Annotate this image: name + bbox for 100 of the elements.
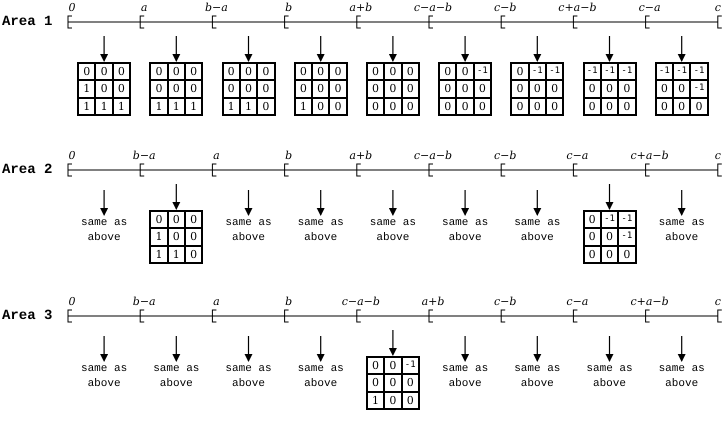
matrix-cell: 0	[528, 80, 546, 98]
matrix-cell: 1	[112, 98, 130, 115]
matrix-cell: 0	[546, 98, 564, 115]
matrix-cell: 0	[184, 80, 202, 98]
tick-label: b−a	[132, 149, 156, 162]
arrow	[533, 36, 542, 62]
tick-label: a	[140, 1, 148, 14]
matrix-cell: 1	[366, 392, 384, 409]
matrix-cell: -1	[673, 63, 690, 80]
matrix-cell: 0	[150, 63, 168, 80]
arrow	[316, 190, 325, 216]
note-text: same as above	[73, 362, 136, 392]
matrix-cell: 0	[618, 80, 636, 98]
matrix-cell: 0	[222, 63, 240, 80]
tick-label: c−a	[638, 1, 661, 14]
matrix-cell: 0	[240, 80, 258, 98]
note-text: same as above	[650, 216, 713, 246]
matrix-cell: 0	[112, 80, 130, 98]
arrow	[461, 190, 470, 216]
matrix-cell: -1	[618, 211, 636, 228]
matrix-cell: 1	[240, 98, 258, 115]
matrix-cell: 0	[168, 228, 185, 246]
matrix-cell: 0	[240, 63, 258, 80]
matrix-cell: 0	[584, 211, 601, 228]
note-text: same as above	[578, 362, 640, 392]
tick-label: 0	[68, 1, 76, 14]
tick-label: b	[285, 1, 292, 14]
matrix-cell: 0	[78, 63, 96, 80]
matrix-cell: 0	[439, 98, 456, 115]
arrow	[678, 190, 686, 216]
arrow	[461, 36, 470, 62]
arrow	[100, 336, 108, 362]
matrix-cell: 0	[257, 98, 274, 115]
arrow	[606, 184, 614, 210]
tick-label: b	[285, 295, 292, 308]
matrix-cell: 0	[257, 63, 274, 80]
matrix-cell: 0	[384, 374, 402, 392]
matrix-cell: 0	[366, 98, 384, 115]
matrix-cell: 0	[168, 211, 185, 228]
arrow	[461, 336, 470, 362]
matrix-cell: -1	[618, 63, 636, 80]
matrix-cell: -1	[584, 63, 601, 80]
arrow	[172, 36, 180, 62]
matrix	[654, 62, 709, 116]
arrow	[388, 190, 397, 216]
matrix-cell: 0	[402, 98, 419, 115]
matrix-cell: -1	[528, 63, 546, 80]
matrix-cell: 0	[95, 80, 113, 98]
tick-label: c−a−b	[414, 149, 452, 162]
matrix-cell: 1	[95, 98, 113, 115]
note-text: same as above	[650, 362, 713, 392]
tick-label: c−b	[494, 149, 516, 162]
arrow	[244, 36, 252, 62]
note-text: same as above	[218, 216, 280, 246]
matrix-cell: 0	[184, 211, 202, 228]
row-label: Area 3	[2, 308, 52, 324]
note-text: same as above	[434, 216, 496, 246]
matrix-cell: 0	[384, 357, 402, 374]
tick-label: b−a	[204, 1, 228, 14]
matrix	[582, 62, 636, 116]
arrow	[533, 336, 542, 362]
arrow	[678, 36, 686, 62]
arrow	[172, 184, 180, 210]
matrix-cell: 0	[456, 98, 474, 115]
matrix-cell: -1	[656, 63, 674, 80]
matrix-cell: 0	[112, 63, 130, 80]
matrix-cell: 0	[618, 98, 636, 115]
matrix	[149, 210, 204, 264]
arrow	[388, 36, 397, 62]
matrix-cell: 0	[312, 63, 330, 80]
matrix-cell: 0	[511, 80, 529, 98]
note-text: same as above	[290, 216, 352, 246]
matrix-cell: -1	[600, 63, 618, 80]
matrix-cell: 0	[329, 98, 347, 115]
arrow	[388, 330, 397, 356]
tick-label: a+b	[349, 149, 372, 162]
matrix-cell: 0	[95, 63, 113, 80]
matrix-cell: -1	[690, 63, 708, 80]
matrix-cell: 0	[329, 80, 347, 98]
matrix-cell: 0	[528, 98, 546, 115]
matrix-cell: 1	[150, 246, 168, 263]
note-text: same as above	[218, 362, 280, 392]
matrix-cell: 1	[294, 98, 312, 115]
tick-label: a	[213, 295, 220, 308]
tick-label: a	[213, 149, 220, 162]
note-text: same as above	[73, 216, 136, 246]
matrix-cell: 0	[312, 98, 330, 115]
matrix-cell: 0	[618, 246, 636, 263]
matrix-cell: 1	[222, 98, 240, 115]
matrix-cell: 0	[546, 80, 564, 98]
matrix-cell: 0	[168, 63, 185, 80]
matrix	[77, 62, 132, 116]
matrix-cell: 0	[184, 228, 202, 246]
matrix-cell: 0	[402, 80, 419, 98]
matrix-cell: 0	[366, 63, 384, 80]
matrix-cell: 1	[184, 98, 202, 115]
tick-label: a+b	[349, 1, 372, 14]
arrow	[100, 190, 108, 216]
matrix-cell: 1	[78, 98, 96, 115]
arrow	[533, 190, 542, 216]
